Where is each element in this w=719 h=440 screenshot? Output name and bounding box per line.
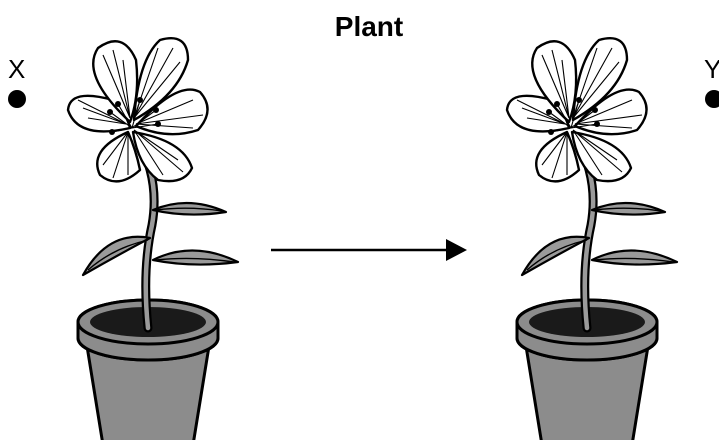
marker-y: Y xyxy=(704,54,719,108)
marker-x-label: X xyxy=(8,54,25,84)
marker-x-dot-icon xyxy=(8,90,26,108)
diagram-title: Plant xyxy=(335,11,403,42)
flower-pot-icon xyxy=(68,38,238,440)
arrow-right-icon xyxy=(271,239,467,261)
marker-x: X xyxy=(8,54,26,108)
plant-left xyxy=(68,38,238,440)
marker-y-label: Y xyxy=(704,54,719,84)
marker-y-dot-icon xyxy=(705,90,719,108)
flower-pot-icon xyxy=(507,38,677,440)
plant-right xyxy=(507,38,677,440)
